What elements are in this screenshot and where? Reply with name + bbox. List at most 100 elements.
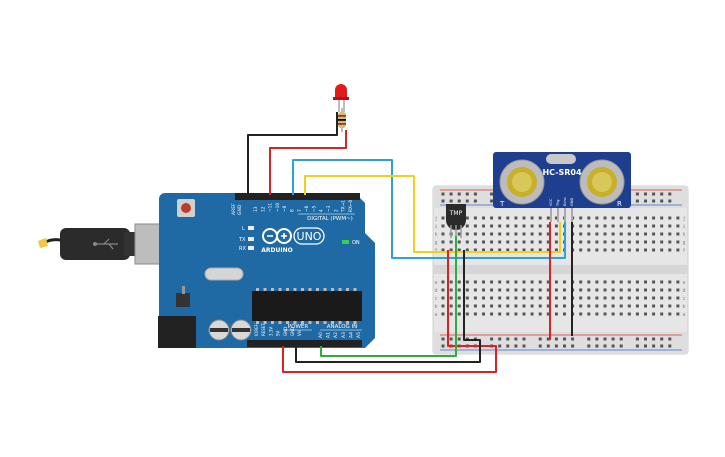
- breadboard-hole[interactable]: [457, 288, 461, 292]
- breadboard-hole[interactable]: [652, 248, 656, 252]
- breadboard-hole[interactable]: [498, 280, 502, 284]
- breadboard-hole[interactable]: [579, 224, 583, 228]
- breadboard-hole[interactable]: [652, 280, 656, 284]
- breadboard-hole[interactable]: [603, 224, 607, 228]
- breadboard-hole[interactable]: [587, 248, 591, 252]
- breadboard-hole[interactable]: [530, 304, 534, 308]
- breadboard-hole[interactable]: [619, 248, 623, 252]
- breadboard-hole[interactable]: [611, 280, 615, 284]
- rail-hole[interactable]: [603, 337, 607, 341]
- breadboard-hole[interactable]: [441, 280, 445, 284]
- breadboard-hole[interactable]: [490, 240, 494, 244]
- breadboard-hole[interactable]: [546, 288, 550, 292]
- breadboard-hole[interactable]: [473, 280, 477, 284]
- breadboard-hole[interactable]: [506, 280, 510, 284]
- breadboard-hole[interactable]: [635, 232, 639, 236]
- breadboard-hole[interactable]: [619, 312, 623, 316]
- rail-hole[interactable]: [611, 344, 615, 348]
- breadboard-hole[interactable]: [506, 240, 510, 244]
- rail-hole[interactable]: [668, 192, 672, 196]
- rail-hole[interactable]: [449, 199, 453, 203]
- breadboard-hole[interactable]: [490, 304, 494, 308]
- breadboard-hole[interactable]: [522, 248, 526, 252]
- rail-hole[interactable]: [571, 344, 575, 348]
- breadboard-hole[interactable]: [490, 312, 494, 316]
- breadboard-hole[interactable]: [490, 280, 494, 284]
- breadboard-hole[interactable]: [595, 224, 599, 228]
- rail-hole[interactable]: [473, 199, 477, 203]
- rail-hole[interactable]: [449, 337, 453, 341]
- rail-hole[interactable]: [652, 337, 656, 341]
- breadboard-hole[interactable]: [530, 280, 534, 284]
- breadboard-hole[interactable]: [554, 240, 558, 244]
- rail-hole[interactable]: [457, 192, 461, 196]
- breadboard-hole[interactable]: [449, 280, 453, 284]
- rail-hole[interactable]: [563, 344, 566, 348]
- breadboard-hole[interactable]: [579, 248, 583, 252]
- rail-hole[interactable]: [554, 344, 558, 348]
- breadboard-hole[interactable]: [611, 248, 615, 252]
- breadboard-hole[interactable]: [441, 224, 445, 228]
- breadboard-hole[interactable]: [473, 232, 477, 236]
- breadboard-hole[interactable]: [619, 280, 623, 284]
- rail-hole[interactable]: [571, 337, 575, 341]
- breadboard-hole[interactable]: [554, 304, 558, 308]
- breadboard-hole[interactable]: [449, 296, 453, 300]
- breadboard-hole[interactable]: [579, 288, 583, 292]
- breadboard-hole[interactable]: [538, 280, 542, 284]
- rail-hole[interactable]: [457, 337, 461, 341]
- breadboard-hole[interactable]: [449, 248, 453, 252]
- wire-yellow-trig[interactable]: [304, 175, 561, 253]
- breadboard-hole[interactable]: [595, 216, 599, 220]
- breadboard-hole[interactable]: [627, 232, 631, 236]
- wire-blue-echo[interactable]: [292, 159, 566, 259]
- breadboard-hole[interactable]: [676, 304, 680, 308]
- breadboard-hole[interactable]: [611, 216, 615, 220]
- rail-hole[interactable]: [652, 192, 656, 196]
- breadboard-hole[interactable]: [546, 224, 550, 228]
- breadboard-hole[interactable]: [514, 288, 518, 292]
- rail-hole[interactable]: [611, 337, 615, 341]
- breadboard-hole[interactable]: [490, 248, 494, 252]
- breadboard-hole[interactable]: [627, 224, 631, 228]
- breadboard-hole[interactable]: [635, 216, 639, 220]
- breadboard-hole[interactable]: [538, 216, 542, 220]
- breadboard-hole[interactable]: [603, 248, 607, 252]
- breadboard-hole[interactable]: [579, 296, 583, 300]
- breadboard-hole[interactable]: [676, 296, 680, 300]
- breadboard-hole[interactable]: [546, 248, 550, 252]
- red-led[interactable]: [333, 84, 349, 112]
- breadboard-hole[interactable]: [498, 248, 502, 252]
- breadboard-hole[interactable]: [619, 232, 623, 236]
- breadboard-hole[interactable]: [676, 288, 680, 292]
- rail-hole[interactable]: [595, 337, 599, 341]
- breadboard-hole[interactable]: [627, 248, 631, 252]
- breadboard-hole[interactable]: [457, 280, 461, 284]
- rail-hole[interactable]: [498, 337, 502, 341]
- breadboard-hole[interactable]: [644, 288, 647, 292]
- rail-hole[interactable]: [644, 344, 647, 348]
- breadboard-hole[interactable]: [652, 288, 656, 292]
- breadboard-hole[interactable]: [635, 312, 639, 316]
- breadboard-hole[interactable]: [514, 240, 518, 244]
- rail-hole[interactable]: [668, 344, 672, 348]
- breadboard-hole[interactable]: [644, 304, 647, 308]
- breadboard-hole[interactable]: [546, 240, 550, 244]
- breadboard-hole[interactable]: [660, 296, 664, 300]
- breadboard-hole[interactable]: [668, 248, 672, 252]
- breadboard-hole[interactable]: [635, 296, 639, 300]
- rail-hole[interactable]: [506, 337, 510, 341]
- breadboard-hole[interactable]: [676, 280, 680, 284]
- breadboard-hole[interactable]: [668, 288, 672, 292]
- breadboard-hole[interactable]: [627, 240, 631, 244]
- wire-red-5v[interactable]: [282, 250, 497, 373]
- breadboard-hole[interactable]: [587, 312, 591, 316]
- breadboard-hole[interactable]: [490, 232, 494, 236]
- breadboard-hole[interactable]: [676, 248, 680, 252]
- breadboard-hole[interactable]: [660, 304, 664, 308]
- breadboard-hole[interactable]: [457, 312, 461, 316]
- breadboard-hole[interactable]: [473, 248, 477, 252]
- breadboard-hole[interactable]: [644, 240, 647, 244]
- breadboard-hole[interactable]: [603, 216, 607, 220]
- breadboard-hole[interactable]: [627, 280, 631, 284]
